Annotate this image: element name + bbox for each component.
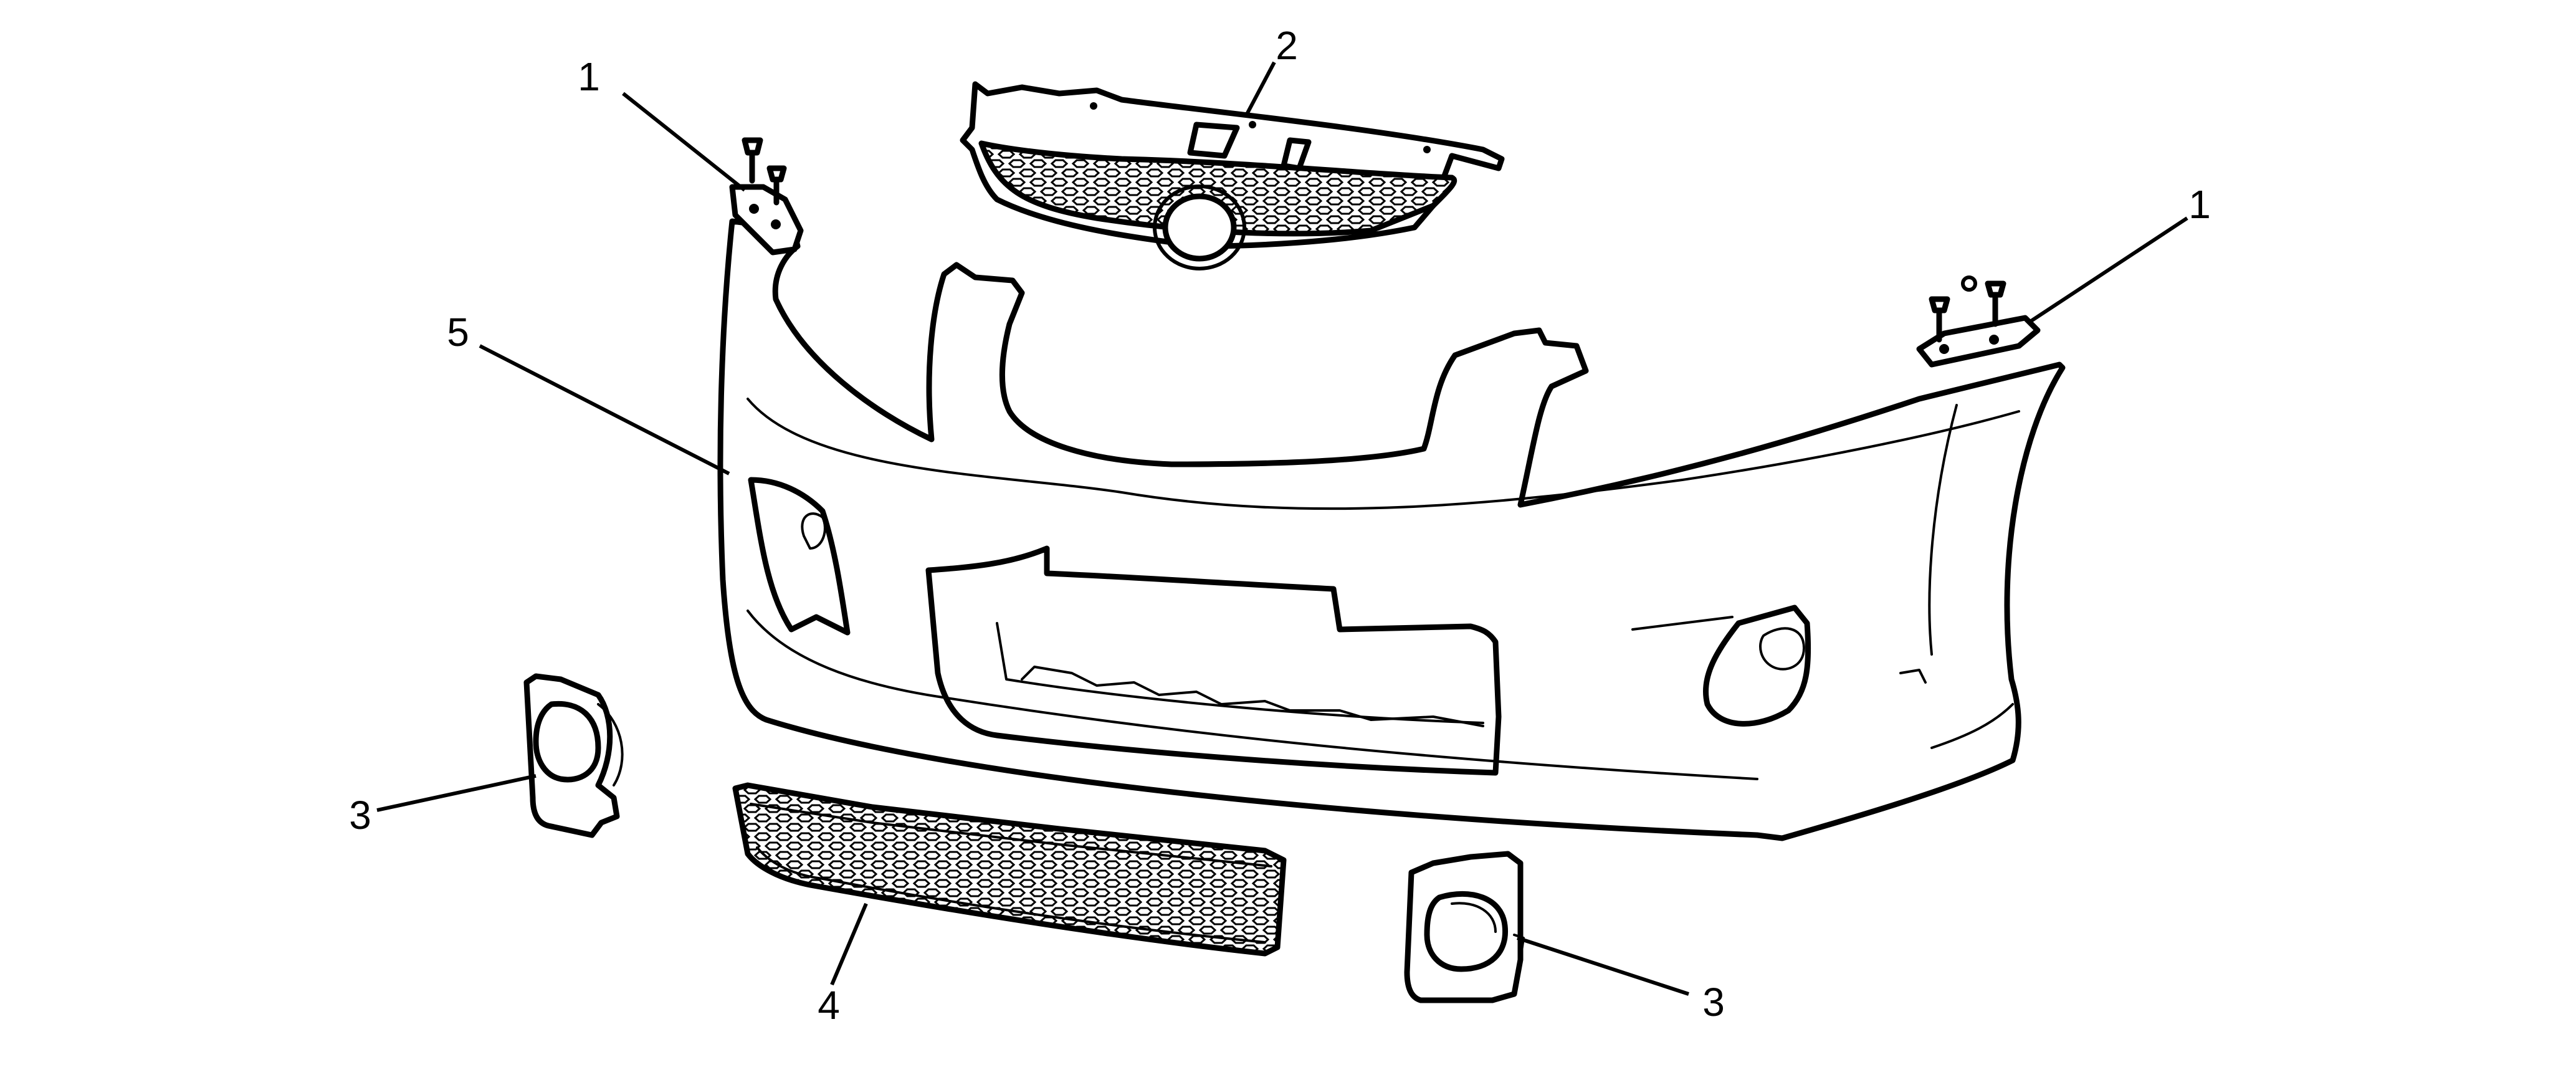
callout-3-right: 3 (1702, 980, 1725, 1025)
right-bracket (1916, 315, 2041, 368)
leader-3-left (376, 774, 537, 812)
lower-grille (732, 782, 1287, 957)
left-fasteners (742, 137, 787, 206)
leader-1-left (622, 92, 746, 192)
callout-1-left: 1 (578, 54, 600, 99)
upper-grille (960, 81, 1505, 270)
leader-5 (479, 344, 730, 476)
left-fog-bezel (523, 673, 624, 838)
leader-1-right (2027, 216, 2188, 325)
callout-2: 2 (1276, 23, 1298, 68)
callouts: 1 2 1 5 3 4 3 (349, 23, 2211, 1028)
leader-2 (1244, 61, 1276, 117)
leader-3-right (1517, 936, 1689, 996)
right-fasteners (1929, 275, 2006, 343)
bumper-fascia (717, 218, 2066, 841)
leader-4 (830, 902, 868, 986)
leader-lines (376, 61, 2188, 996)
left-bracket (729, 184, 804, 256)
callout-3-left: 3 (349, 793, 371, 838)
callout-5: 5 (447, 310, 469, 355)
right-fog-bezel (1404, 851, 1525, 1003)
callout-4: 4 (818, 983, 840, 1028)
callout-1-right: 1 (2188, 182, 2211, 227)
